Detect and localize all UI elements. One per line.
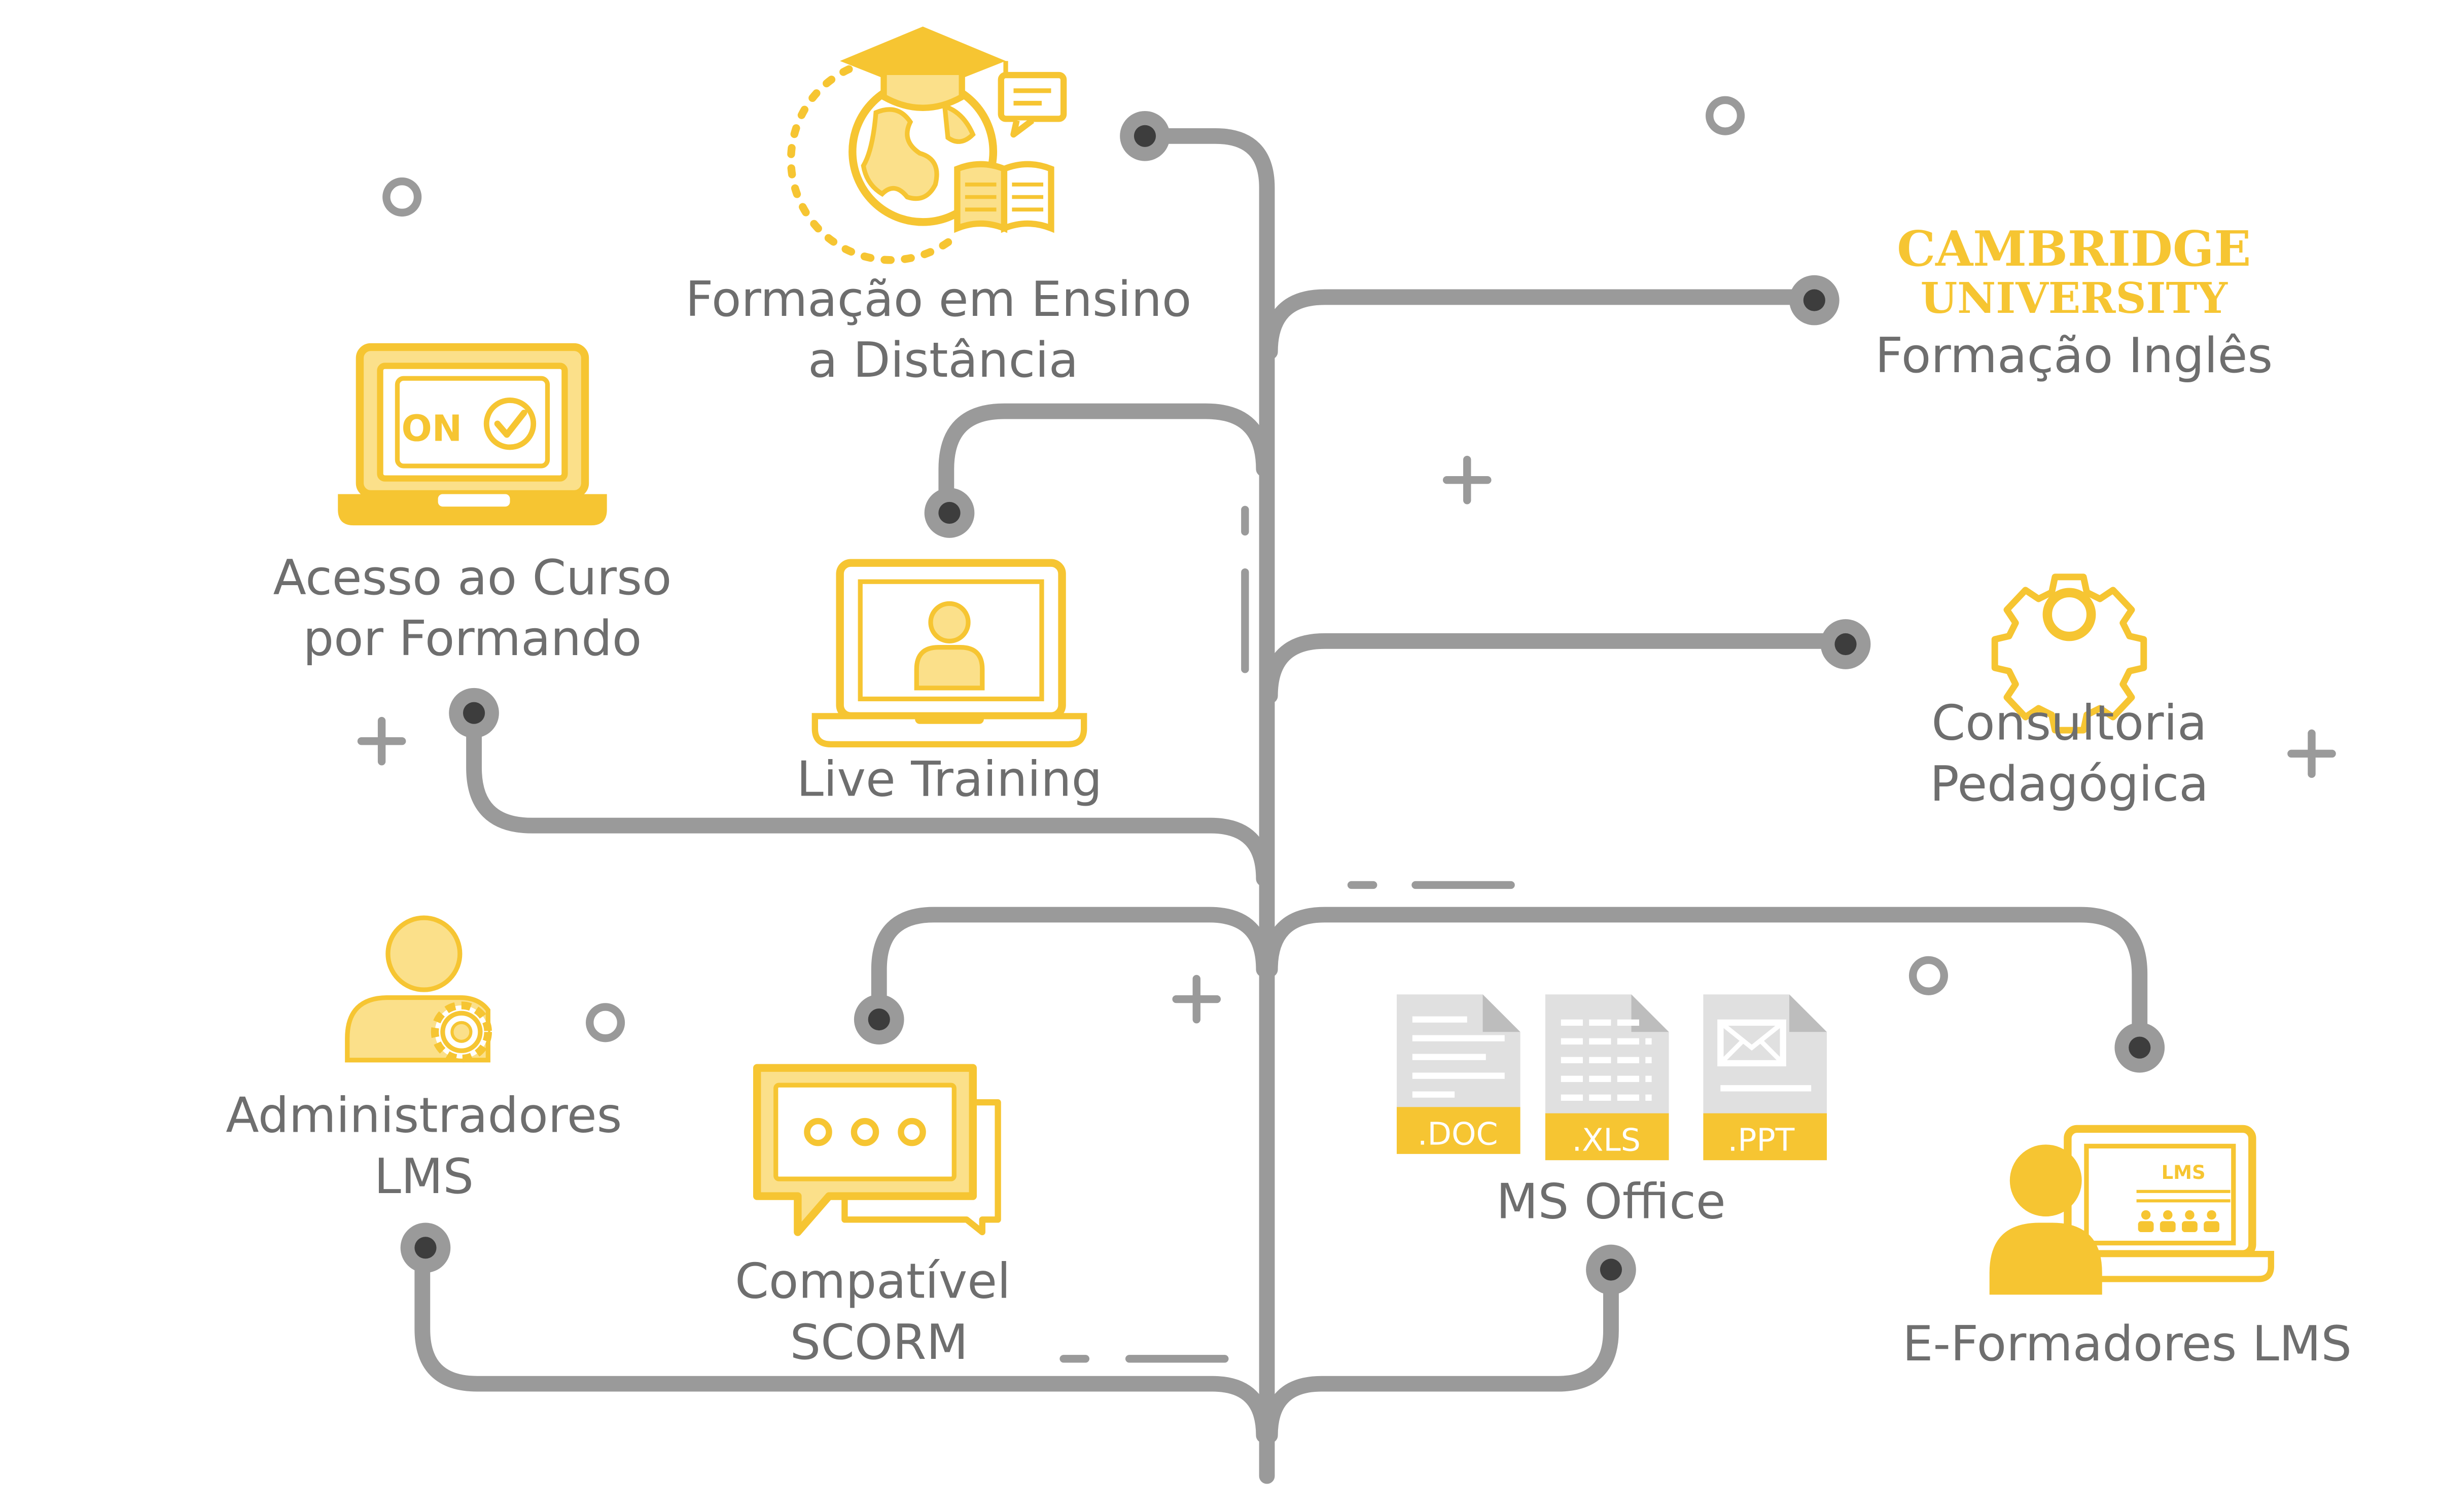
scorm-label-line2: SCORM — [790, 1314, 968, 1371]
trainers-label: E-Formadores LMS — [1902, 1315, 2352, 1372]
distance-label-line1: Formação em Ensino — [685, 271, 1191, 328]
on-badge: ON — [401, 408, 462, 450]
branch-eformadores — [1262, 907, 2148, 1056]
cambridge-logo: CAMBRIDGE UNIVERSITY — [1897, 220, 2251, 323]
office-label: MS Office — [1496, 1173, 1726, 1230]
tree-branches — [414, 128, 2148, 1484]
admins-label-line2: LMS — [374, 1148, 474, 1205]
connector-nodes — [400, 111, 2165, 1295]
decorations — [357, 96, 2336, 1363]
consult-label-line2: Pedagógica — [1930, 755, 2209, 812]
branch-scorm — [871, 907, 1272, 1028]
branch-cambridge — [1262, 289, 1822, 360]
cambridge-brand-line2: UNIVERSITY — [1921, 273, 2229, 323]
chat-bubbles-icon — [753, 1064, 1001, 1236]
admins-label-line1: Administradores — [226, 1087, 622, 1144]
office-files-icon: .DOC .XLS .PPT — [1396, 994, 1827, 1161]
branch-ms-office — [1262, 1262, 1619, 1444]
plus-decoration — [1172, 975, 1221, 1024]
user-gear-icon — [345, 915, 492, 1063]
live-label: Live Training — [797, 751, 1103, 808]
graduation-globe-icon — [787, 26, 1067, 264]
access-label-line1: Acesso ao Curso — [273, 549, 672, 606]
plus-decoration — [1442, 455, 1492, 505]
ring-decoration — [1706, 96, 1745, 135]
branch-live-training — [938, 403, 1272, 521]
lms-screen-label: LMS — [2162, 1162, 2206, 1183]
laptop-user-icon — [811, 559, 1087, 748]
branch-consultoria — [1262, 633, 1854, 704]
trunk — [1137, 128, 1275, 1484]
ppt-label: .PPT — [1728, 1122, 1795, 1159]
branch-administradores — [414, 1240, 1272, 1444]
distance-label-line2: a Distância — [808, 332, 1078, 388]
plus-decoration — [357, 716, 406, 766]
audience-icon — [2138, 1210, 2220, 1233]
ring-decoration — [586, 1003, 625, 1042]
scorm-label-line1: Compatível — [735, 1253, 1011, 1310]
small-gear-icon — [431, 1001, 492, 1063]
access-label-line2: por Formando — [303, 610, 642, 667]
check-circle-icon — [483, 398, 537, 450]
gear-icon — [1991, 573, 2147, 734]
cambridge-caption: Formação Inglês — [1875, 327, 2273, 384]
ppt-file-icon: .PPT — [1703, 994, 1827, 1161]
xls-label: .XLS — [1572, 1122, 1641, 1159]
branch-acesso — [466, 705, 1272, 887]
laptop-on-check-icon: ON — [338, 343, 607, 526]
cambridge-brand-line1: CAMBRIDGE — [1897, 220, 2251, 277]
ring-decoration — [1908, 956, 1948, 995]
user-laptop-lms-icon: LMS — [1989, 1125, 2274, 1295]
doc-label: .DOC — [1418, 1115, 1498, 1152]
consult-label-line1: Consultoria — [1931, 695, 2207, 751]
plus-decoration — [2287, 729, 2336, 778]
ring-decoration — [382, 177, 422, 217]
doc-file-icon: .DOC — [1396, 994, 1520, 1154]
xls-file-icon: .XLS — [1545, 994, 1669, 1161]
